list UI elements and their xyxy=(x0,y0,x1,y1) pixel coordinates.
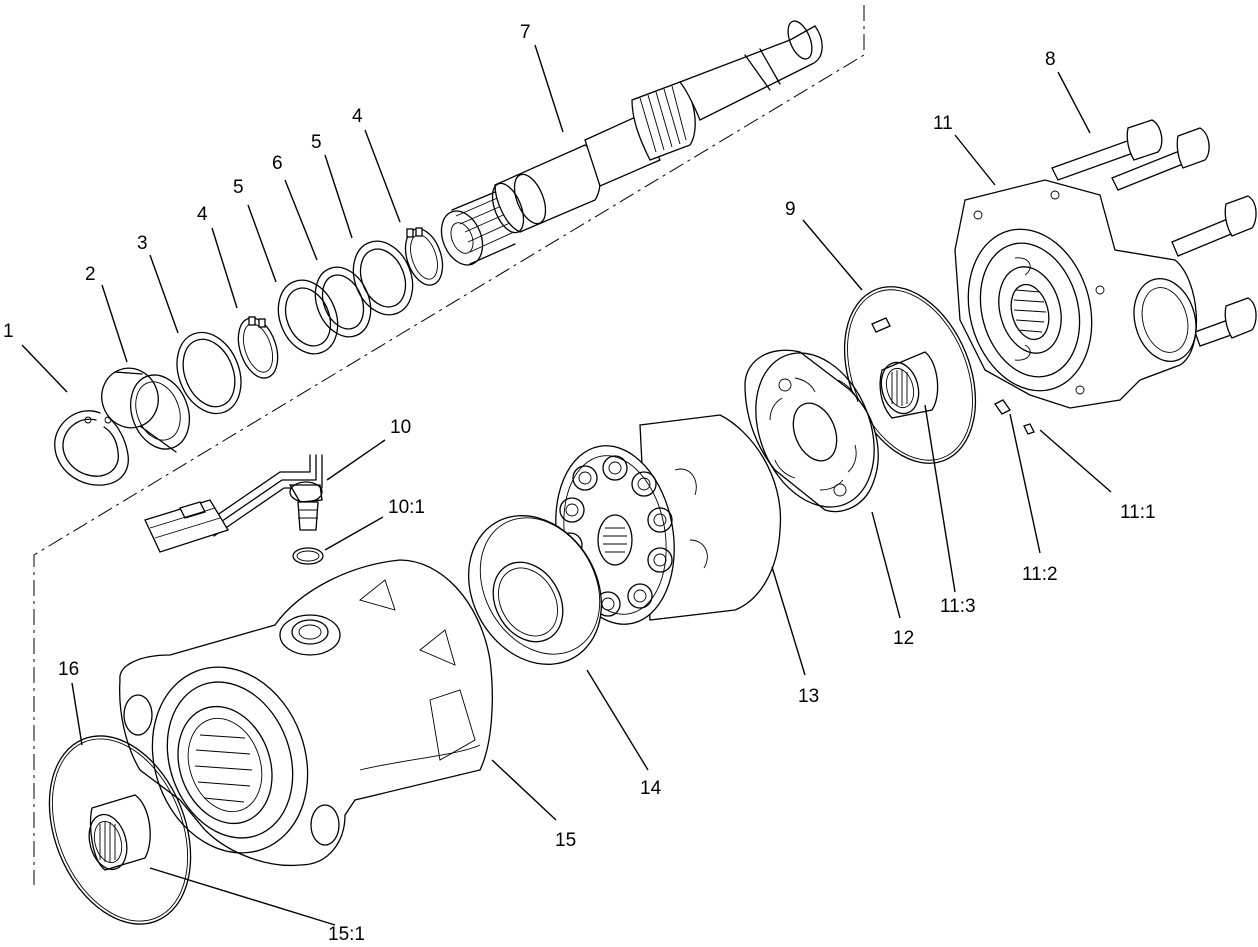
callout-14: 14 xyxy=(640,778,662,799)
part-3-washer xyxy=(176,331,242,415)
callout-11: 11 xyxy=(933,113,953,134)
callout-11-2: 11:2 xyxy=(1022,564,1058,585)
callout-9: 9 xyxy=(785,199,796,220)
leader-lines xyxy=(21,44,1112,926)
callout-8: 8 xyxy=(1045,49,1056,70)
part-13-cylinder-barrel xyxy=(555,414,782,625)
callout-3: 3 xyxy=(137,233,148,254)
part-10-1-o-ring xyxy=(292,547,324,565)
callout-5-left: 5 xyxy=(233,177,244,198)
part-15-housing xyxy=(119,454,493,867)
part-11-1-pin xyxy=(1023,423,1035,435)
callout-1: 1 xyxy=(3,321,14,342)
part-11-3-needle-bearing xyxy=(879,351,939,419)
callout-13: 13 xyxy=(798,686,819,707)
callout-7: 7 xyxy=(520,22,531,43)
part-10-sensor xyxy=(144,481,323,553)
callout-5-right: 5 xyxy=(311,132,322,153)
callout-15: 15 xyxy=(555,830,576,851)
callout-11-3: 11:3 xyxy=(940,596,976,617)
callout-4-right: 4 xyxy=(352,106,363,127)
part-11-end-cover xyxy=(954,179,1197,409)
assembly-centerline xyxy=(33,5,865,885)
part-1-snap-ring xyxy=(54,410,129,486)
part-15-1-needle-bearing xyxy=(88,794,151,871)
callout-11-1: 11:1 xyxy=(1120,502,1156,523)
callout-2: 2 xyxy=(85,264,96,285)
callout-labels: 1 2 3 4 5 6 5 4 7 8 11 9 10 10:1 11:1 11… xyxy=(3,22,1156,945)
part-12-valve-plate xyxy=(744,349,879,513)
part-2-bearing-cup xyxy=(101,367,190,453)
part-16-seal-ring xyxy=(48,735,192,925)
callout-12: 12 xyxy=(893,628,914,649)
part-6-washer xyxy=(314,266,372,338)
part-4-retaining-ring-right xyxy=(404,227,444,286)
part-8-bolts xyxy=(1051,119,1257,347)
part-14-swash-plate xyxy=(467,515,603,665)
part-4-retaining-ring-left xyxy=(237,316,279,379)
part-5-washer-right xyxy=(352,240,414,316)
callout-10-1: 10:1 xyxy=(388,497,425,518)
part-5-washer-left xyxy=(277,279,339,355)
callout-4-left: 4 xyxy=(197,204,208,225)
part-7-splined-shaft xyxy=(440,20,823,266)
callout-15-1: 15:1 xyxy=(328,924,365,945)
callout-16: 16 xyxy=(58,659,79,680)
part-11-2-dowel xyxy=(994,399,1011,415)
callout-10: 10 xyxy=(390,417,411,438)
callout-6: 6 xyxy=(272,153,283,174)
